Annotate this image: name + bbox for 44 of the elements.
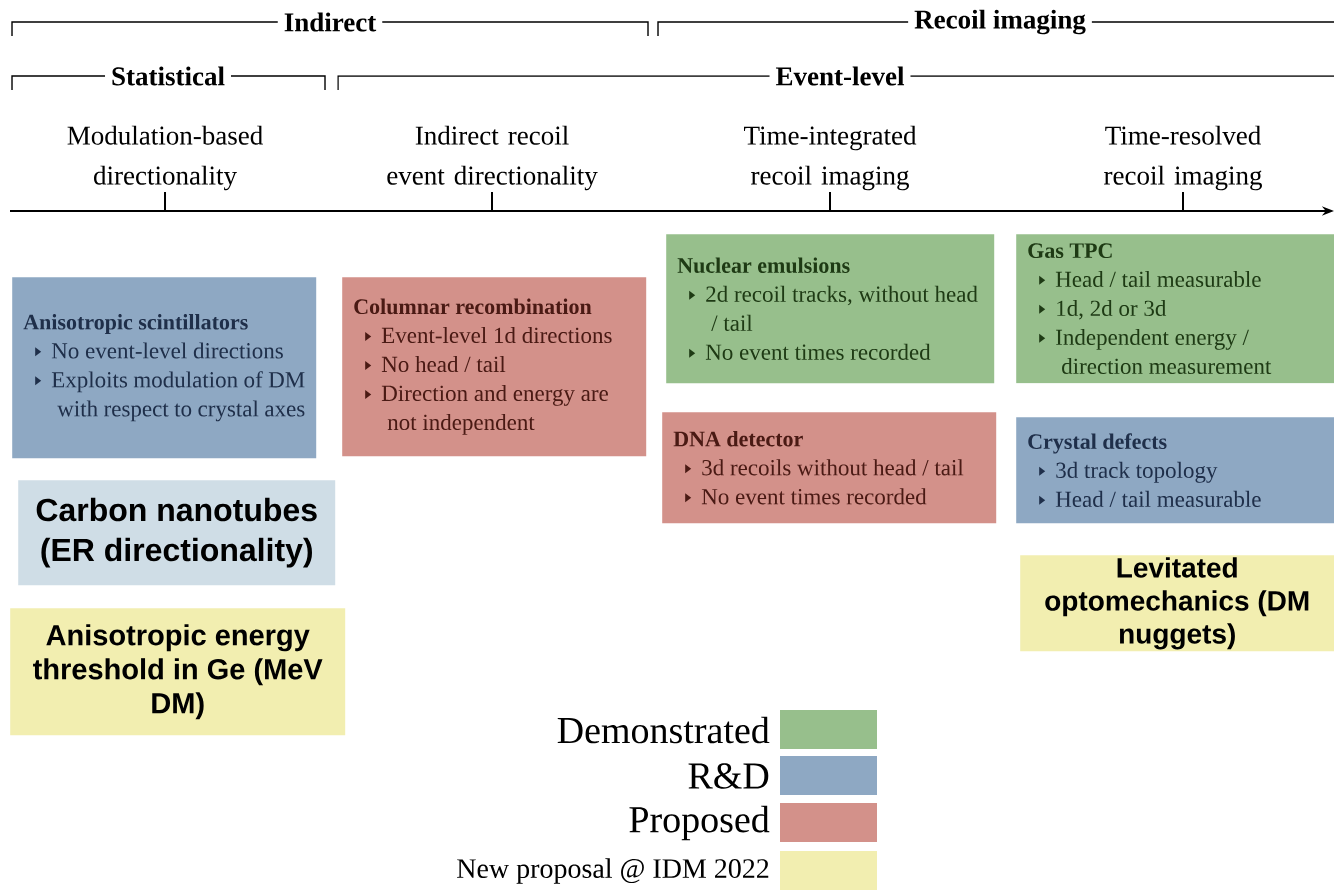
technology-box (10, 608, 346, 736)
legend-label: Demonstrated (557, 716, 770, 744)
box-title: Anisotropic energy threshold in Ge (MeV DM) (33, 624, 323, 720)
technology-box (1020, 555, 1334, 652)
box-title: Carbon nanotubes (ER directionality) (36, 497, 317, 568)
box-heading: Anisotropic scintillators (23, 314, 248, 335)
box-heading: Columnar recombination (354, 298, 592, 315)
bullet-text: Exploits modulation of DM with respect to crystal axes (51, 371, 305, 422)
legend-label: R&D (688, 763, 769, 789)
category-label: Time-integrated recoil imaging (744, 125, 917, 191)
box-heading: DNA detector (673, 430, 803, 447)
legend-label: Proposed (629, 805, 770, 841)
bullet-text: 3d track topology (1056, 461, 1218, 483)
category-label: Time-resolved recoil imaging (1104, 125, 1262, 191)
bullet-text: Direction and energy are not independent (381, 384, 608, 435)
bracket-label: Indirect (277, 10, 383, 34)
bullet-text: No event times recorded (705, 343, 931, 360)
box-heading: Nuclear emulsions (677, 257, 850, 273)
bullet-text: Event-level 1d directions (381, 326, 612, 344)
box-heading: Crystal defects (1028, 433, 1167, 454)
technology-box (18, 480, 336, 586)
bullet-text: Head / tail measurable (1055, 270, 1261, 288)
category-label: Modulation-based directionality (67, 125, 263, 191)
bullet-text: No head / tail (381, 355, 506, 373)
bullet-text: Independent energy / direction measurement (1056, 328, 1272, 375)
box-heading: Gas TPC (1028, 243, 1112, 259)
technology-box (666, 234, 995, 384)
technology-box (662, 412, 997, 524)
bracket-label: Recoil imaging (908, 7, 1092, 37)
box-title: Levitated optomechanics (DM nuggets) (1045, 557, 1309, 650)
bullet-text: 3d recoils without head / tail (702, 459, 964, 476)
bracket-label: Event-level (769, 64, 911, 88)
category-label: Indirect recoil event directionality (387, 125, 598, 191)
technology-box (342, 277, 647, 457)
bullet-text: 2d recoil tracks, without head / tail (706, 285, 978, 331)
technology-box (12, 277, 317, 459)
legend-label: New proposal @ IDM 2022 (457, 858, 769, 884)
bullet-text: 1d, 2d or 3d (1057, 299, 1167, 320)
technology-box (1016, 417, 1334, 524)
bracket-label: Statistical (105, 64, 231, 88)
bullet-text: No event-level directions (51, 342, 283, 359)
technology-box (1016, 234, 1334, 384)
bullet-text: Head / tail measurable (1055, 490, 1261, 508)
bullet-text: No event times recorded (701, 488, 927, 505)
